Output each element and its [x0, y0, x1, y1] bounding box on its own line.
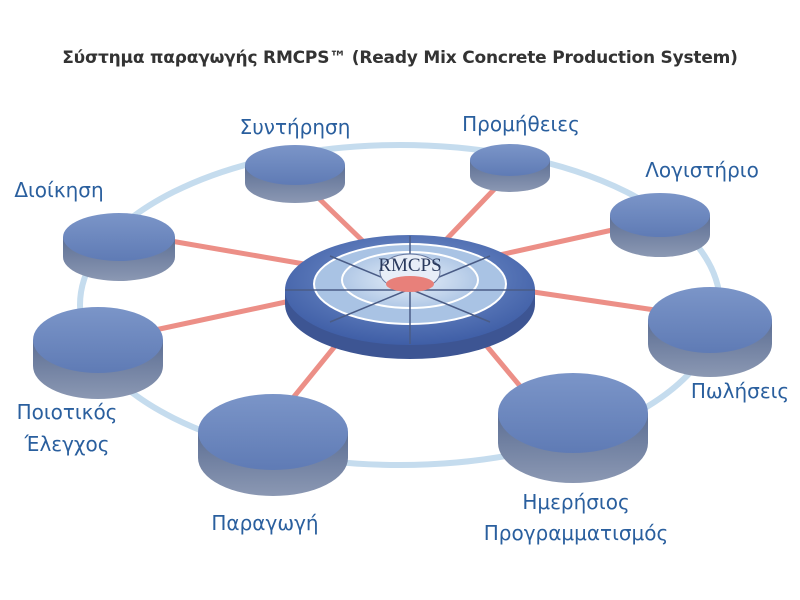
disc-dioikisi: [63, 213, 175, 281]
spoke-poliseis: [517, 287, 658, 313]
label-imerisios-line1: Ημερήσιος: [522, 490, 629, 514]
disc-imerisios: [498, 373, 648, 483]
label-paragogi: Παραγωγή: [211, 511, 318, 535]
diagram-title: Σύστημα παραγωγής RMCPS™ (Ready Mix Conc…: [62, 48, 738, 68]
label-imerisios-line2: Προγραμματισμός: [484, 521, 669, 545]
label-poliseis: Πωλήσεις: [691, 379, 789, 403]
disc-logistirio: [610, 193, 710, 257]
spoke-dioikisi: [162, 237, 313, 268]
central-hub: RMCPS: [285, 235, 535, 359]
disc-syntirisi: [245, 145, 345, 203]
hub-label: RMCPS: [378, 255, 441, 276]
disc-poliseis: [648, 287, 772, 377]
disc-paragogi: [198, 394, 348, 496]
label-logistirio: Λογιστήριο: [645, 158, 759, 182]
label-syntirisi: Συντήρηση: [240, 115, 351, 139]
disc-poiotikos: [33, 307, 163, 399]
label-poiotikos-line2: Έλεγχος: [24, 432, 110, 456]
label-promitheies: Προμήθειες: [462, 112, 580, 136]
spoke-poiotikos: [152, 297, 298, 333]
disc-promitheies: [470, 144, 550, 192]
label-poiotikos-line1: Ποιοτικός: [17, 400, 118, 424]
label-dioikisi: Διοίκηση: [14, 178, 103, 202]
